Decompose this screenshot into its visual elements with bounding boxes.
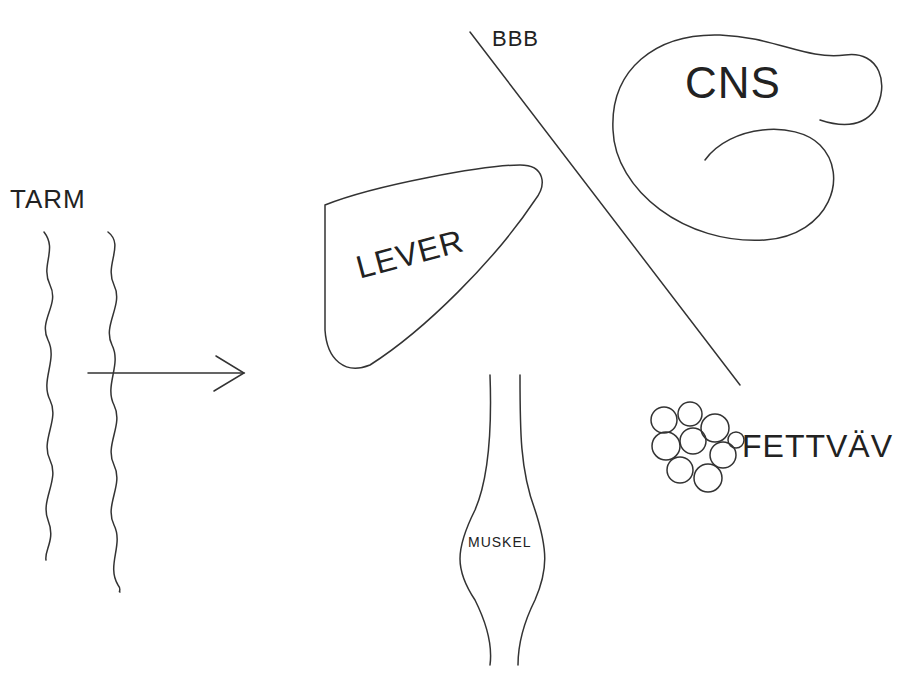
intestine-wall xyxy=(108,232,120,592)
organ-name: CNS xyxy=(685,61,781,105)
organ-name: LEVER xyxy=(353,224,467,283)
barrier-label: BBB xyxy=(492,28,539,50)
liver-outline xyxy=(325,165,542,368)
organ-name: MUSKEL xyxy=(468,535,532,549)
tissue-label: FETTVÄV xyxy=(742,430,893,462)
organ-node: CNS xyxy=(605,25,890,250)
absorption-arrow xyxy=(88,372,244,374)
brain-outline xyxy=(605,25,890,250)
muscle-outline xyxy=(460,375,545,665)
organ-node: MUSKEL xyxy=(450,370,550,670)
organ-label: TARM xyxy=(10,186,86,212)
intestine-wall xyxy=(44,232,53,560)
liver-outline xyxy=(315,160,545,375)
organ-node: LEVER xyxy=(315,160,545,375)
brain-outline xyxy=(613,35,882,240)
arrow-head xyxy=(214,356,244,391)
muscle-outline xyxy=(450,370,550,670)
fat-cells xyxy=(651,402,744,492)
